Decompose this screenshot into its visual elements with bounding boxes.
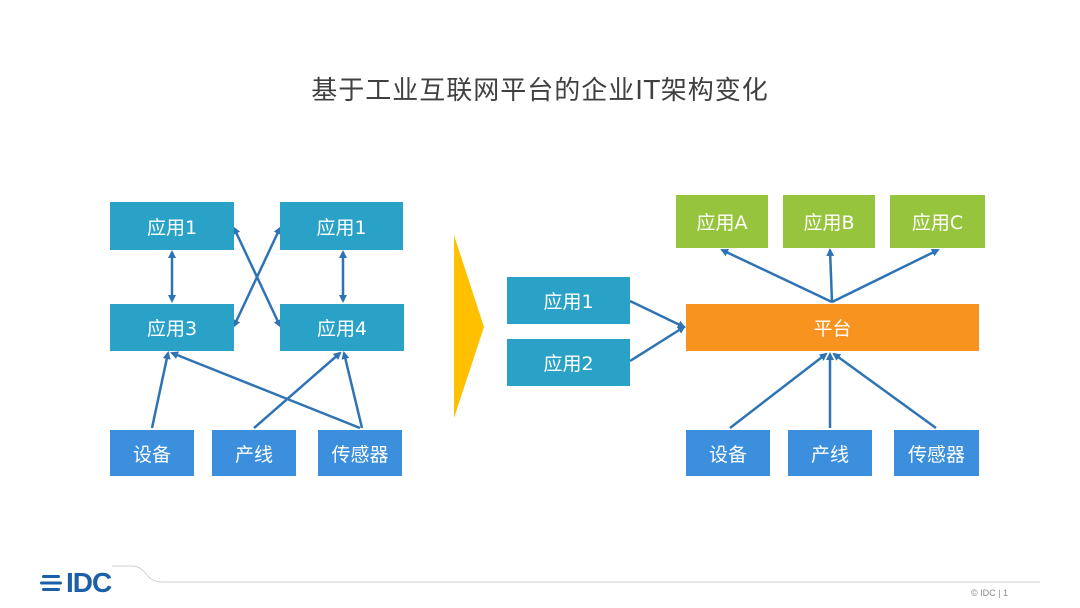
arrow-sensor-platform: [832, 352, 937, 430]
arrow-line-app4: [253, 351, 342, 429]
left-sensor-label: 传感器: [331, 443, 389, 466]
idc-logo-text: IDC: [66, 567, 112, 598]
page-title: 基于工业互联网平台的企业IT架构变化: [311, 76, 769, 106]
left-app3-label: 应用3: [146, 318, 198, 340]
right-line-label: 产线: [810, 443, 849, 466]
right-device-label: 设备: [708, 443, 747, 466]
right-device-box: 设备: [686, 430, 770, 476]
left-app3-box: 应用3: [110, 304, 234, 351]
platform-box: 平台: [686, 304, 979, 351]
arrow-platform-appA: [720, 248, 833, 304]
right-appC-label: 应用C: [911, 212, 964, 234]
arrow-sensor-app3: [170, 351, 361, 430]
right-app2-label: 应用2: [543, 353, 594, 375]
transition-arrow: [454, 235, 484, 418]
left-app1b-box: 应用1: [280, 202, 403, 250]
arrow-platform-appC: [831, 248, 940, 304]
idc-globe-icon: [40, 575, 62, 591]
footer-note: © IDC | 1: [971, 588, 1008, 598]
left-app4-label: 应用4: [316, 318, 368, 340]
arrow-sensor-app4: [341, 351, 364, 429]
right-appC-box: 应用C: [890, 195, 985, 248]
right-appB-label: 应用B: [803, 212, 855, 234]
right-app1-box: 应用1: [507, 277, 630, 324]
left-device-label: 设备: [132, 443, 171, 466]
arrow-app2-platform: [629, 325, 686, 363]
left-line-box: 产线: [212, 430, 296, 476]
right-app2-box: 应用2: [507, 339, 630, 386]
arrow-device-app3: [150, 351, 171, 429]
left-app4-box: 应用4: [280, 304, 404, 351]
left-app1b-label: 应用1: [316, 216, 367, 239]
right-appA-box: 应用A: [676, 195, 768, 248]
left-app1-box: 应用1: [110, 202, 234, 250]
right-appB-box: 应用B: [783, 195, 875, 248]
idc-logo: IDC: [40, 566, 112, 600]
right-sensor-label: 传感器: [907, 443, 965, 466]
platform-label: 平台: [813, 318, 852, 340]
arrow-platform-appB: [826, 248, 835, 303]
left-device-box: 设备: [110, 430, 194, 476]
right-line-box: 产线: [788, 430, 872, 476]
arrow-app1r-app3: [232, 226, 282, 328]
arrow-device-platform: [729, 352, 828, 429]
right-app1-label: 应用1: [543, 291, 594, 313]
left-sensor-box: 传感器: [318, 430, 402, 476]
left-line-label: 产线: [234, 443, 273, 466]
right-appA-label: 应用A: [696, 212, 748, 234]
left-app1-label: 应用1: [146, 216, 198, 239]
right-sensor-box: 传感器: [894, 430, 979, 476]
arrow-app1-platform: [629, 299, 686, 329]
